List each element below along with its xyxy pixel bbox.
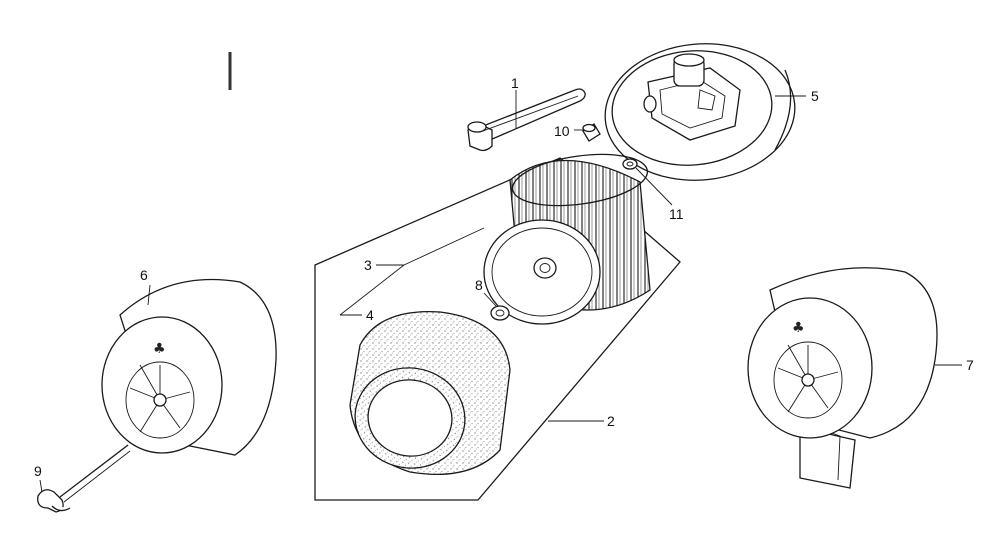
callout-8: 8 bbox=[475, 277, 483, 293]
grommet-part bbox=[490, 305, 510, 321]
cover-right-part: ♣ bbox=[747, 267, 938, 489]
callout-4: 4 bbox=[366, 307, 374, 323]
callout-1: 1 bbox=[511, 75, 519, 91]
collar-part bbox=[582, 123, 601, 142]
foam-element-part bbox=[349, 310, 511, 475]
svg-text:♣: ♣ bbox=[792, 320, 805, 336]
leader-lines bbox=[39, 90, 962, 493]
callout-10: 10 bbox=[554, 123, 570, 139]
callout-11: 11 bbox=[669, 206, 684, 222]
svg-text:♣: ♣ bbox=[153, 341, 166, 357]
pleated-filter-part bbox=[483, 153, 651, 325]
callout-7: 7 bbox=[966, 357, 974, 373]
elbow-tube-part bbox=[467, 88, 586, 152]
callout-5: 5 bbox=[811, 88, 819, 104]
cover-left-part: ♣ bbox=[101, 278, 277, 456]
callout-6: 6 bbox=[140, 267, 148, 283]
callout-2: 2 bbox=[607, 413, 615, 429]
case-part bbox=[604, 43, 796, 181]
wing-bolt-part bbox=[37, 444, 131, 513]
callout-3: 3 bbox=[364, 257, 372, 273]
callout-9: 9 bbox=[34, 463, 42, 479]
nut-part bbox=[622, 158, 638, 170]
